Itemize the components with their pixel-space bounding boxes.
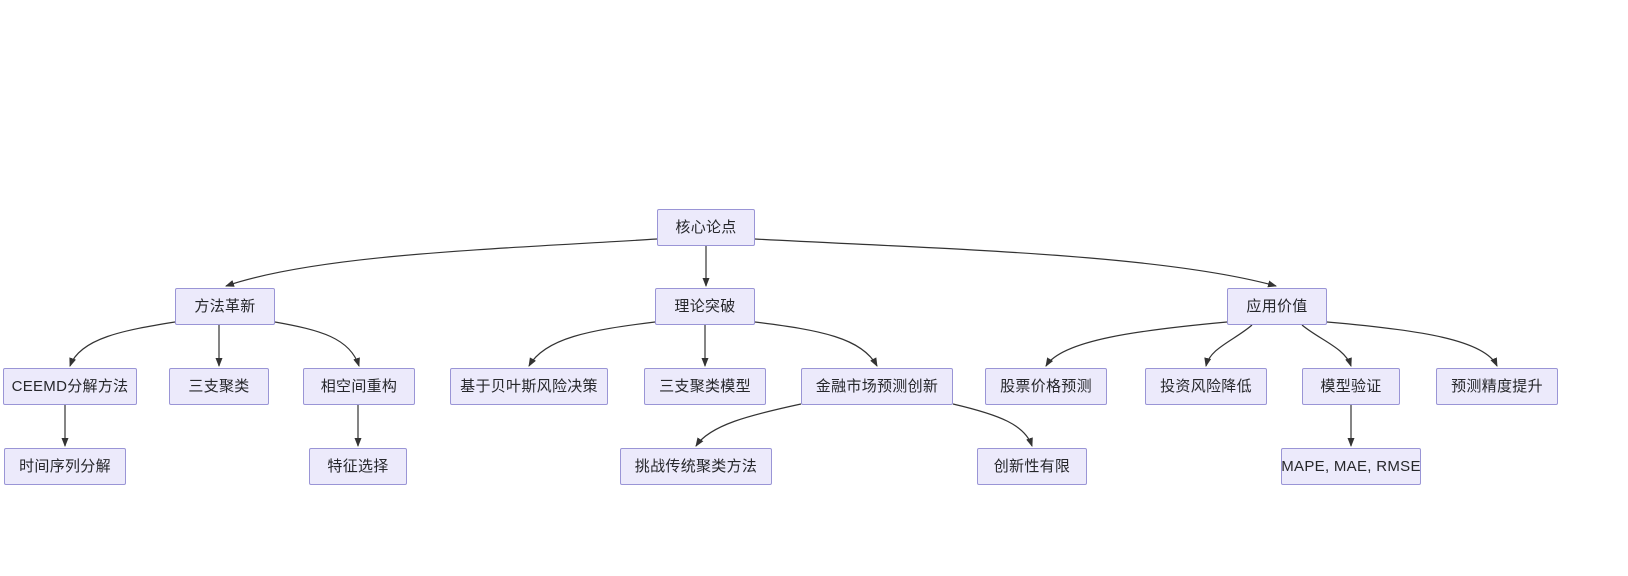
diagram-node-root[interactable]: 核心论点	[657, 209, 755, 246]
diagram-node-l3a3[interactable]: 特征选择	[309, 448, 407, 485]
diagram-node-label: 时间序列分解	[19, 458, 111, 475]
diagram-node-l1b[interactable]: 理论突破	[655, 288, 755, 325]
diagram-edge	[754, 321, 878, 367]
diagram-node-l3c3[interactable]: MAPE, MAE, RMSE	[1281, 448, 1421, 485]
diagram-edge	[754, 238, 1277, 288]
diagram-edge	[274, 321, 360, 367]
diagram-edge	[952, 403, 1033, 447]
diagram-node-label: 核心论点	[675, 219, 737, 236]
diagram-node-label: 金融市场预测创新	[815, 378, 939, 395]
diagram-node-label: 特征选择	[327, 458, 389, 475]
diagram-edge	[225, 238, 658, 287]
diagram-node-label: 模型验证	[1320, 378, 1382, 395]
diagram-edge	[528, 321, 656, 367]
diagram-edge	[695, 403, 802, 447]
diagram-node-l3b3a[interactable]: 挑战传统聚类方法	[620, 448, 772, 485]
diagram-node-label: 三支聚类	[188, 378, 250, 395]
diagram-node-label: 挑战传统聚类方法	[634, 458, 758, 475]
diagram-edge	[69, 321, 176, 367]
diagram-node-l2c1[interactable]: 股票价格预测	[985, 368, 1107, 405]
diagram-node-label: 理论突破	[674, 298, 736, 315]
diagram-edge	[1326, 321, 1498, 367]
diagram-node-l2b1[interactable]: 基于贝叶斯风险决策	[450, 368, 608, 405]
diagram-edge	[1045, 321, 1228, 367]
diagram-edge	[1301, 324, 1352, 367]
diagram-node-label: 三支聚类模型	[659, 378, 751, 395]
diagram-node-label: 相空间重构	[320, 378, 398, 395]
diagram-node-label: 应用价值	[1246, 298, 1308, 315]
diagram-node-l3b3b[interactable]: 创新性有限	[977, 448, 1087, 485]
diagram-node-l2c3[interactable]: 模型验证	[1302, 368, 1400, 405]
diagram-node-label: MAPE, MAE, RMSE	[1281, 458, 1421, 475]
diagram-node-label: 股票价格预测	[1000, 378, 1092, 395]
diagram-node-l1c[interactable]: 应用价值	[1227, 288, 1327, 325]
diagram-node-l2a1[interactable]: CEEMD分解方法	[3, 368, 137, 405]
diagram-edge	[1204, 324, 1253, 367]
diagram-node-label: 投资风险降低	[1160, 378, 1252, 395]
diagram-node-l2c4[interactable]: 预测精度提升	[1436, 368, 1558, 405]
diagram-node-label: 方法革新	[194, 298, 256, 315]
diagram-node-l1a[interactable]: 方法革新	[175, 288, 275, 325]
diagram-node-l2c2[interactable]: 投资风险降低	[1145, 368, 1267, 405]
diagram-node-l2b2[interactable]: 三支聚类模型	[644, 368, 766, 405]
diagram-node-l3a1[interactable]: 时间序列分解	[4, 448, 126, 485]
diagram-node-label: 预测精度提升	[1451, 378, 1543, 395]
diagram-node-label: 基于贝叶斯风险决策	[460, 378, 598, 395]
diagram-node-label: 创新性有限	[993, 458, 1071, 475]
diagram-node-l2a2[interactable]: 三支聚类	[169, 368, 269, 405]
diagram-node-l2b3[interactable]: 金融市场预测创新	[801, 368, 953, 405]
diagram-node-l2a3[interactable]: 相空间重构	[303, 368, 415, 405]
diagram-node-label: CEEMD分解方法	[11, 378, 129, 395]
